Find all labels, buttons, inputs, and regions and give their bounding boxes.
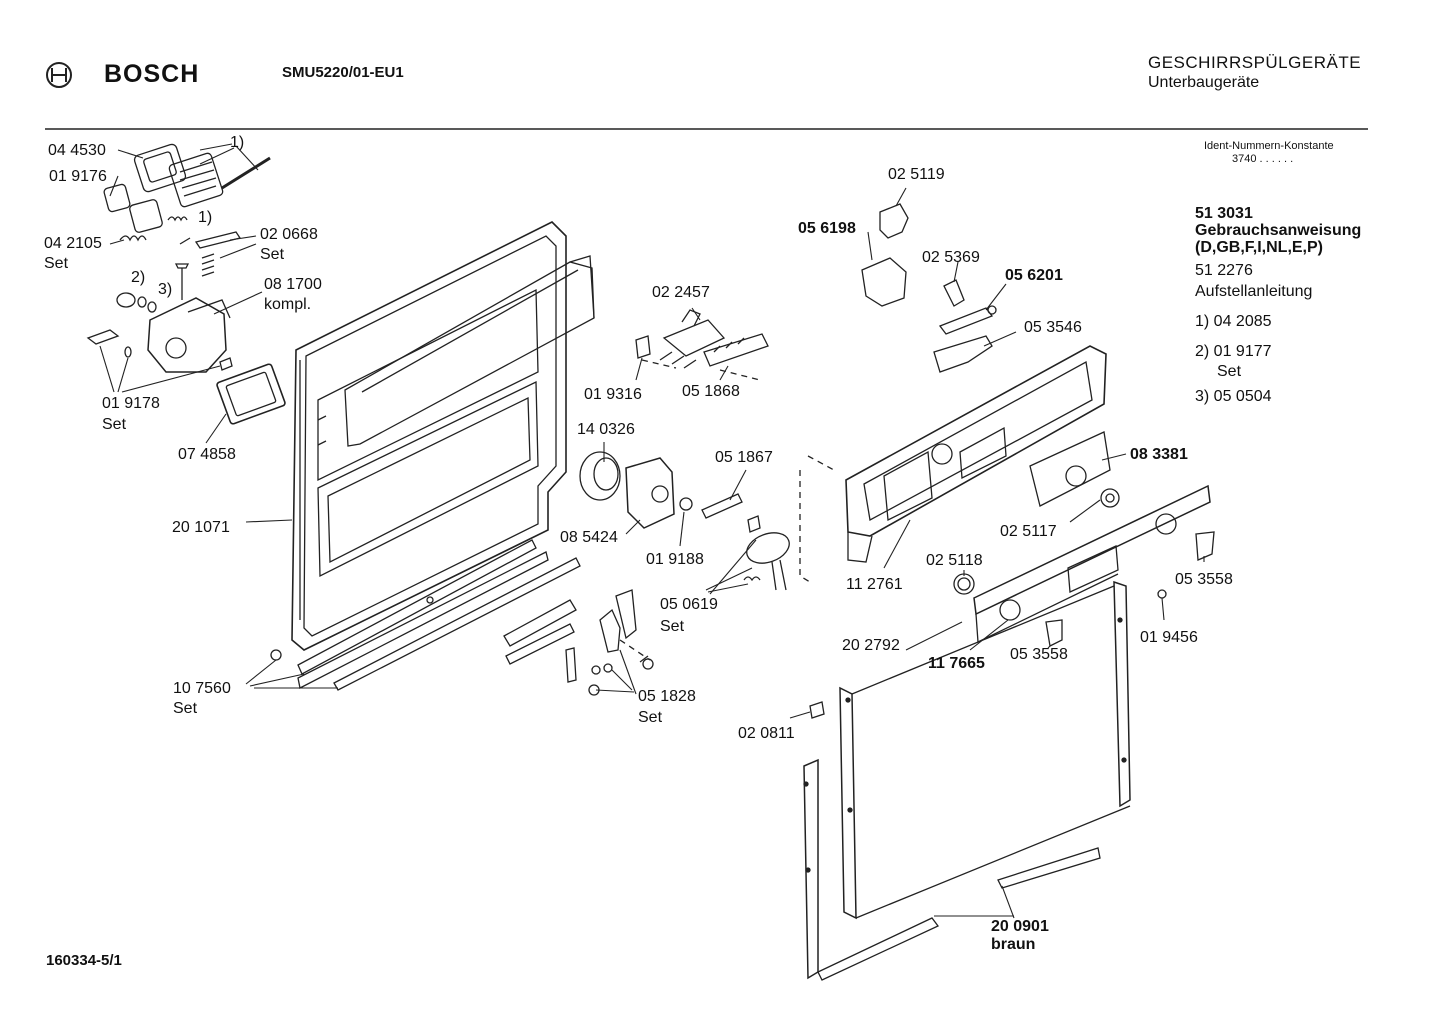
part-label-112761: 11 2761: [846, 576, 903, 593]
doc2-number: 51 2276: [1195, 262, 1253, 279]
ident-value: 3740 . . . . . .: [1232, 153, 1294, 165]
part-label-019316: 01 9316: [584, 386, 642, 403]
part-label-053558-right: 05 3558: [1175, 571, 1233, 588]
part-label-074858: 07 4858: [178, 446, 236, 463]
part-label-053546: 05 3546: [1024, 319, 1082, 336]
doc2-name: Aufstellanleitung: [1195, 283, 1313, 300]
doc1-number: 51 3031: [1195, 205, 1253, 222]
part-label-019176: 01 9176: [49, 168, 107, 185]
dashed-assembly-lines: [620, 360, 834, 660]
doc1-name: Gebrauchsanweisung: [1195, 222, 1362, 239]
model-number: SMU5220/01-EU1: [282, 64, 404, 81]
small-parts-top-left: [88, 143, 286, 424]
part-label-050619: 05 0619: [660, 596, 718, 613]
part-label-081700-kompl: kompl.: [264, 296, 312, 313]
part-label-117665: 11 7665: [928, 655, 985, 672]
part-label-200901: 20 0901: [991, 918, 1049, 935]
part-label-202792: 20 2792: [842, 637, 900, 654]
part-label-140326: 14 0326: [577, 421, 635, 438]
brand-name: BOSCH: [104, 60, 200, 88]
door-inner-panel: [292, 222, 594, 650]
doc1-languages: (D,GB,F,I,NL,E,P): [1195, 239, 1323, 256]
bottom-trim-rails: [271, 540, 580, 690]
part-label-083381: 08 3381: [1130, 446, 1188, 463]
part-label-020668: 02 0668: [260, 226, 318, 243]
drawing-number: 160334-5/1: [46, 952, 122, 969]
part-label-053558-center: 05 3558: [1010, 646, 1068, 663]
leader-lines: [100, 144, 1204, 918]
part-label-042105-set: Set: [44, 255, 69, 272]
part-label-107560-set: Set: [173, 700, 198, 717]
control-panel-and-fittings: [846, 204, 1214, 646]
part-label-042105: 04 2105: [44, 235, 102, 252]
bosch-logo-icon: [47, 63, 71, 87]
part-label-051867: 05 1867: [715, 449, 773, 466]
part-label-107560: 10 7560: [173, 680, 231, 697]
part-label-019178-set: Set: [102, 416, 127, 433]
note-ref-3: 3): [158, 281, 173, 298]
part-label-201071: 20 1071: [172, 519, 230, 536]
part-label-200901-color: braun: [991, 936, 1036, 953]
note-2: 2) 01 9177: [1195, 343, 1272, 360]
part-label-081700: 08 1700: [264, 276, 322, 293]
part-label-025119: 02 5119: [888, 166, 945, 183]
part-label-085424: 08 5424: [560, 529, 618, 546]
part-label-019188: 01 9188: [646, 551, 704, 568]
small-parts-center: [504, 310, 793, 695]
part-label-019456: 01 9456: [1140, 629, 1198, 646]
part-label-051828: 05 1828: [638, 688, 696, 705]
part-label-025369: 02 5369: [922, 249, 980, 266]
note-3: 3) 05 0504: [1195, 388, 1272, 405]
part-label-051868: 05 1868: [682, 383, 740, 400]
part-label-025118: 02 5118: [926, 552, 983, 569]
part-label-020811: 02 0811: [738, 725, 795, 742]
part-label-051828-set: Set: [638, 709, 663, 726]
note-ref-2: 2): [131, 269, 146, 286]
part-label-020668-set: Set: [260, 246, 285, 263]
note-2-set: Set: [1217, 363, 1242, 380]
category-subtitle: Unterbaugeräte: [1148, 74, 1260, 91]
note-ref-1-top: 1): [230, 134, 245, 151]
part-label-022457: 02 2457: [652, 284, 710, 301]
part-label-044530: 04 4530: [48, 142, 106, 159]
note-ref-1-mid: 1): [198, 209, 213, 226]
note-1: 1) 04 2085: [1195, 313, 1272, 330]
part-label-025117: 02 5117: [1000, 523, 1057, 540]
ident-title: Ident-Nummern-Konstante: [1204, 140, 1334, 152]
part-label-019178: 01 9178: [102, 395, 160, 412]
part-label-050619-set: Set: [660, 618, 685, 635]
part-label-056201: 05 6201: [1005, 267, 1063, 284]
category-title: GESCHIRRSPÜLGERÄTE: [1148, 53, 1362, 72]
part-label-056198: 05 6198: [798, 220, 856, 237]
